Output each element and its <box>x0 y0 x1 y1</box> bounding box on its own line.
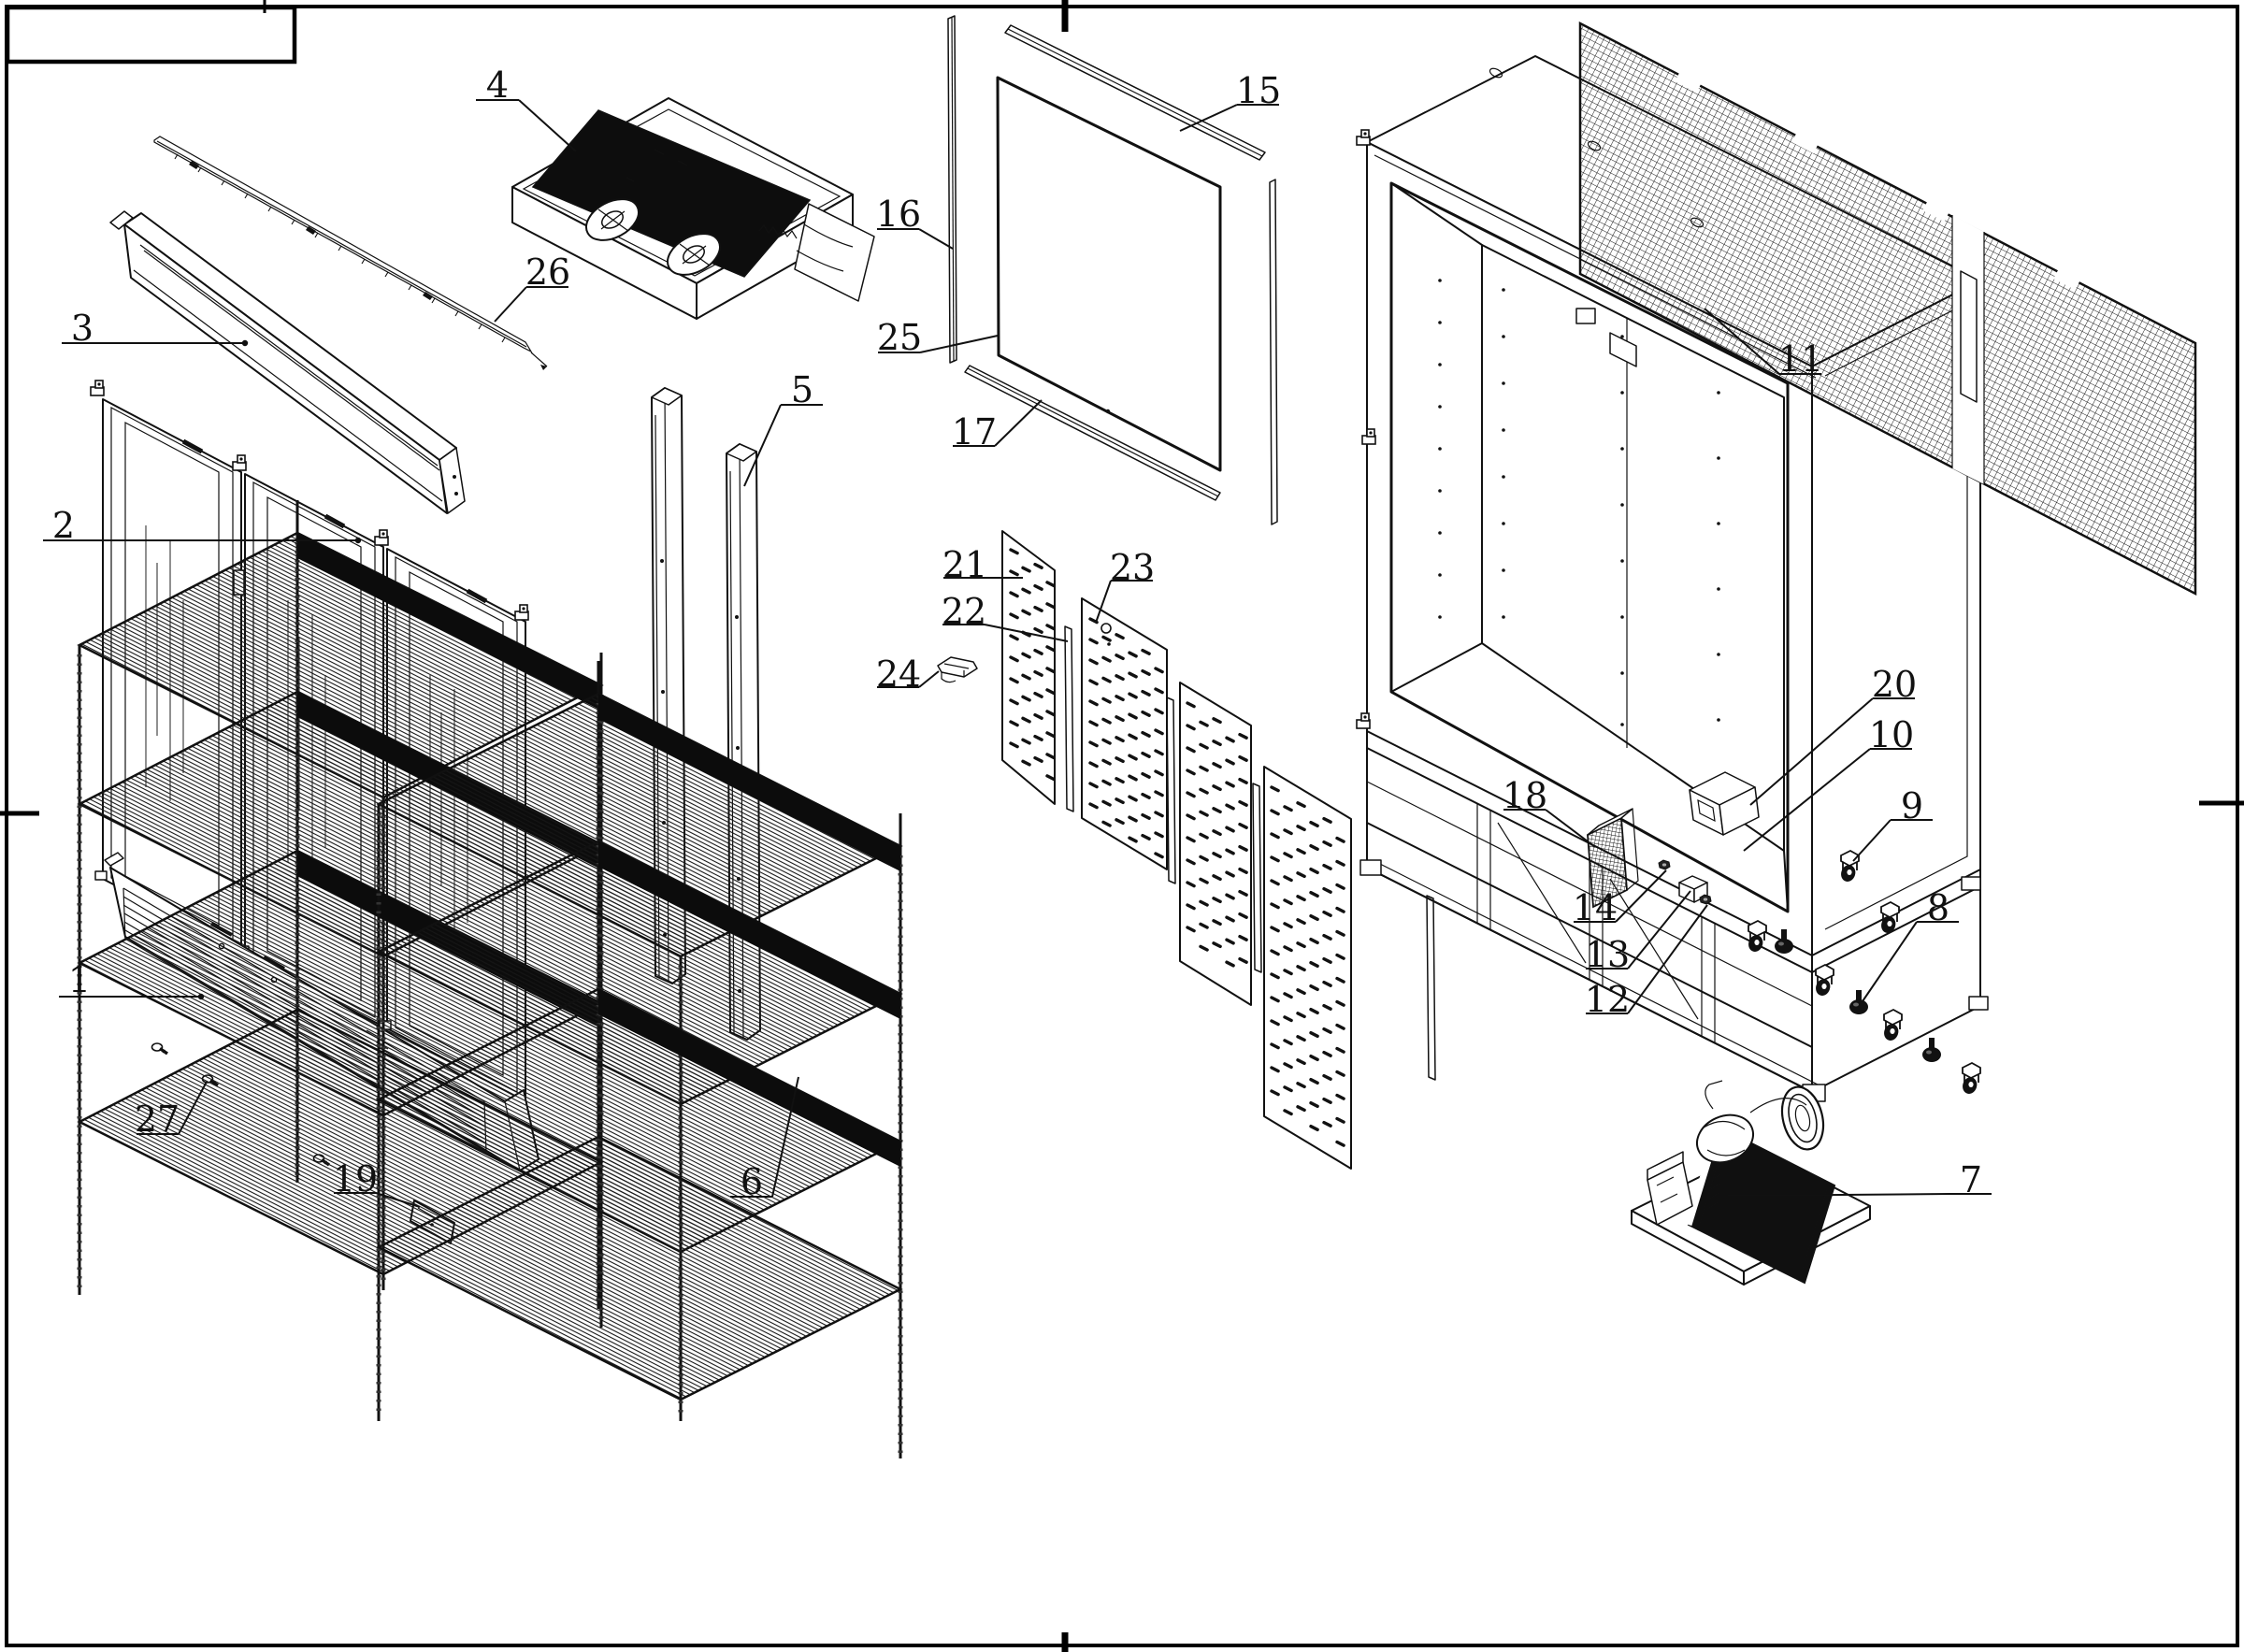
part-7-condensing-unit <box>1631 1080 1871 1286</box>
part-23-perforated-panel <box>1081 597 1168 870</box>
part-21-perforated-panel <box>1001 530 1056 805</box>
callout-22-number: 22 <box>942 591 986 632</box>
shelf-rack-front <box>376 661 903 1458</box>
callout-16: 16 <box>876 194 954 250</box>
part-14-nut <box>1658 859 1671 870</box>
callout-4-number: 4 <box>486 65 509 106</box>
callout-21: 21 <box>942 544 1023 585</box>
callout-1: 1 <box>59 959 205 1000</box>
callout-1-number: 1 <box>68 959 91 1000</box>
callout-27: 27 <box>135 1081 208 1140</box>
door-hinge <box>90 380 105 396</box>
callout-25-number: 25 <box>877 317 922 358</box>
callout-25: 25 <box>877 317 999 358</box>
evaporator-fan <box>585 198 640 241</box>
callout-6: 6 <box>730 1076 799 1202</box>
callout-16-number: 16 <box>876 194 921 235</box>
part-26-led-strip <box>153 136 548 370</box>
callout-24-number: 24 <box>876 654 921 695</box>
callout-19: 19 <box>333 1158 421 1208</box>
callout-2: 2 <box>43 505 362 546</box>
cabinet-hinge <box>1356 712 1371 729</box>
cabinet-hinge <box>1361 428 1376 445</box>
callout-2-number: 2 <box>52 505 75 546</box>
part-4-evaporator-assembly <box>511 97 875 320</box>
door-hinge <box>514 604 529 621</box>
callout-23: 23 <box>1095 547 1155 624</box>
evaporator-coil <box>531 109 812 278</box>
door-hinge <box>374 529 389 546</box>
cabinet-hinge <box>1356 129 1371 146</box>
callout-5: 5 <box>743 369 823 487</box>
callout-20: 20 <box>1749 664 1917 806</box>
callout-13: 13 <box>1585 890 1691 975</box>
callout-12: 12 <box>1585 904 1708 1020</box>
part-24-clip-bracket <box>937 656 978 683</box>
part-11-condenser-mesh <box>1578 21 2197 596</box>
perforated-panel-3 <box>1179 682 1252 1006</box>
door-hinge <box>232 454 247 471</box>
callout-14: 14 <box>1573 869 1667 928</box>
part-25-glass-panel <box>996 76 1222 472</box>
part-22-joint-strips <box>1064 625 1436 1081</box>
callout-7: 7 <box>1727 1159 1992 1200</box>
part-13-junction-box <box>1678 875 1708 903</box>
callout-3: 3 <box>62 308 249 349</box>
compressor <box>1696 1113 1754 1164</box>
cabinet-interior <box>1389 181 1790 913</box>
part-12-nut <box>1699 894 1712 905</box>
sheet-border <box>5 5 2239 1647</box>
part-16-side-trim <box>947 15 957 364</box>
part-17-bottom-trim <box>964 365 1221 501</box>
condenser-fan <box>1780 1085 1825 1151</box>
callout-11: 11 <box>1704 308 1823 380</box>
callout-21-number: 21 <box>942 544 987 585</box>
right-side-trim <box>1269 179 1278 525</box>
callout-24: 24 <box>876 654 940 695</box>
part-18-finned-block <box>1587 808 1639 909</box>
callout-26: 26 <box>494 251 570 323</box>
spring <box>758 223 798 239</box>
callout-3-number: 3 <box>71 308 94 349</box>
callout-8: 8 <box>1862 887 1959 1002</box>
perforated-panel-4 <box>1263 766 1352 1170</box>
part-15-top-trim <box>1004 24 1266 161</box>
callout-5-number: 5 <box>791 369 813 410</box>
callout-9: 9 <box>1852 785 1933 862</box>
callout-4: 4 <box>476 65 577 152</box>
callout-26-number: 26 <box>525 251 570 293</box>
evaporator-fan <box>667 233 721 276</box>
part-6-wire-shelving <box>77 500 903 1458</box>
callout-10: 10 <box>1743 714 1914 852</box>
callout-15: 15 <box>1179 70 1281 132</box>
callout-17: 17 <box>952 399 1043 453</box>
callout-23-number: 23 <box>1110 547 1155 588</box>
part-3-header-panel <box>109 210 466 514</box>
callout-22: 22 <box>942 591 1069 642</box>
callout-6-number: 6 <box>741 1161 763 1202</box>
part-20-control-box <box>1689 771 1760 836</box>
screw <box>150 1041 169 1056</box>
callout-18: 18 <box>1503 775 1596 848</box>
callout-11-number: 11 <box>1778 338 1823 380</box>
title-block <box>5 5 297 65</box>
callout-27-number: 27 <box>135 1099 180 1140</box>
